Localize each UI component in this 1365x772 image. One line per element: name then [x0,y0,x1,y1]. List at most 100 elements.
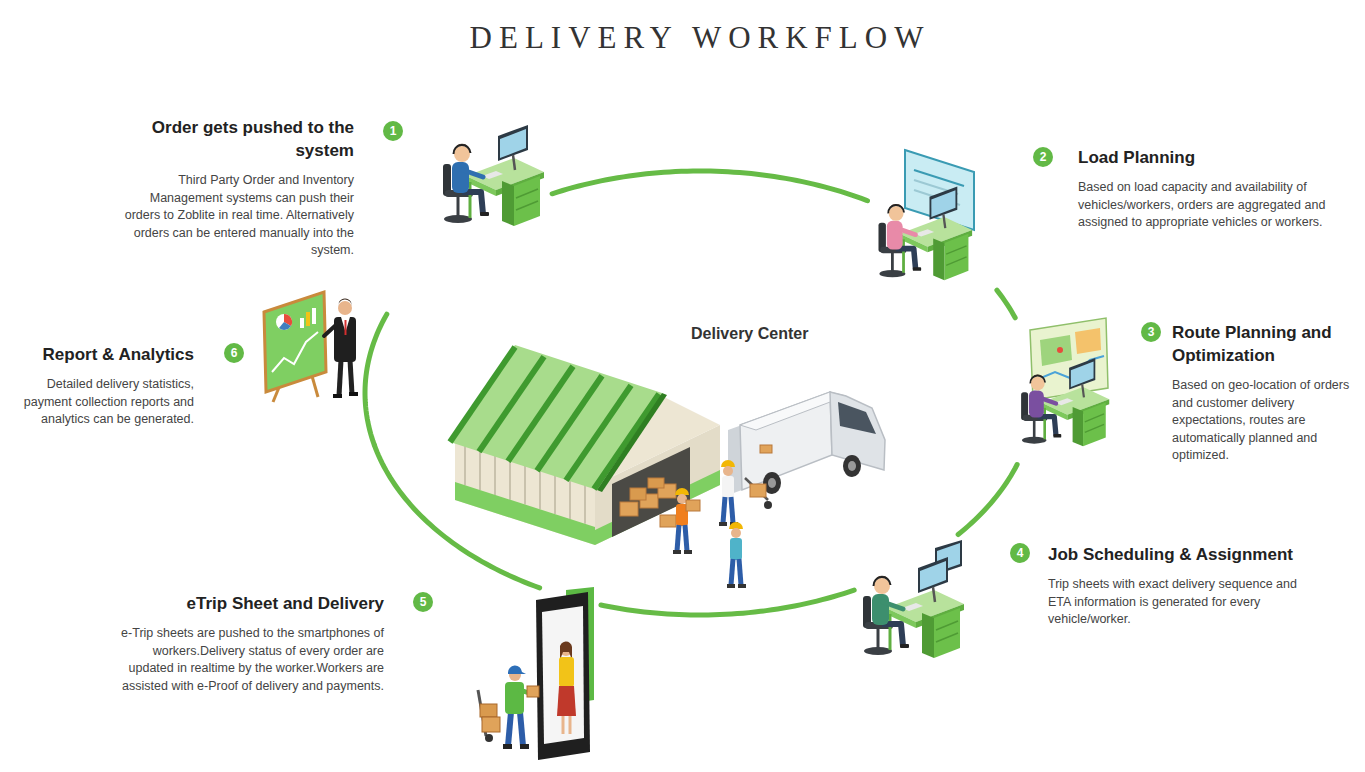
route-planning-workstation [1021,318,1109,446]
route-planning-workstation-part [1085,369,1091,375]
delivery-phone-scene-part [520,712,523,746]
delivery-phone-scene-part [562,716,565,734]
step-description: Based on load capacity and availability … [1078,179,1350,232]
warehouse-part [648,478,664,488]
step-number: 1 [383,121,403,141]
analytics-easel-part [312,376,318,397]
delivery-van-part [763,472,781,494]
warehouse-part [597,393,667,492]
delivery-van-part [740,392,832,490]
delivery-phone-scene-part [557,686,576,716]
workstation [443,125,544,226]
delivery-phone-scene-part [520,744,529,749]
load-planning-workstation-part [905,150,974,230]
warehouse [450,345,720,545]
analytics-easel-part [333,394,342,398]
flow-ring-segment [374,445,539,588]
warehouse-workers-part [750,484,766,497]
warehouse-part [595,425,720,545]
analytics-easel-part [324,324,337,336]
delivery-van [728,392,885,495]
warehouse-workers-part [745,478,768,500]
warehouse-part [640,494,658,508]
warehouse-part [554,472,556,514]
load-planning-workstation-part [914,190,960,205]
delivery-phone-scene-part [569,716,572,734]
delivery-phone-scene-part [505,682,524,714]
load-planning-workstation-part [914,170,964,186]
warehouse-part [584,482,586,524]
step-description: e-Trip sheets are pushed to the smartpho… [112,625,384,695]
workflow-step: 3Route Planning and OptimizationBased on… [1015,318,1360,465]
workflow-step: 4Job Scheduling & AssignmentTrip sheets … [855,535,1306,663]
delivery-van-part [768,478,776,488]
step-heading: Order gets pushed to the system [122,116,354,162]
step-heading: Report & Analytics [4,343,194,366]
warehouse-part [566,385,631,480]
analytics-easel-part [338,299,352,307]
step-number: 6 [224,343,244,363]
warehouse-part [537,376,602,471]
warehouse-workers-part [686,500,700,511]
analytics-easel-part [350,360,352,394]
step-description: Trip sheets with exact delivery sequence… [1048,576,1306,629]
load-planning-workstation-part [914,180,958,194]
load-planning-workstation [878,150,974,280]
warehouse-part [658,484,676,498]
delivery-van-part [843,455,861,477]
analytics-easel [264,292,358,402]
step-text: Route Planning and OptimizationBased on … [1172,321,1360,465]
center-label: Delivery Center [691,325,808,343]
delivery-van-part [728,425,742,495]
worker [673,488,692,554]
delivery-phone-scene-part [485,734,493,742]
analytics-easel-part [341,317,350,332]
analytics-easel-part [345,320,347,335]
warehouse-part [524,463,526,505]
page-title: DELIVERY WORKFLOW [200,20,1200,56]
worker [727,522,746,588]
warehouse-workers [673,460,772,588]
step-heading: Job Scheduling & Assignment [1048,543,1306,566]
analytics-easel-part [300,318,304,328]
warehouse-part [569,477,571,519]
analytics-easel-part [273,385,280,402]
analytics-easel-part [334,317,356,362]
route-planning-workstation-part [1036,356,1104,380]
warehouse-part [479,357,544,452]
workflow-step: 1Order gets pushed to the systemThird Pa… [122,112,552,260]
warehouse-part [455,482,595,545]
route-planning-workstation-part [1075,328,1101,354]
warehouse-part [595,470,720,545]
warehouse-part [620,502,638,516]
warehouse-part [539,467,541,509]
step-heading: Load Planning [1078,146,1350,169]
analytics-easel-part [306,312,310,326]
analytics-easel-part [264,292,326,392]
delivery-phone-scene-part [508,712,511,746]
number-text: 1 [390,125,397,137]
step-text: Report & AnalyticsDetailed delivery stat… [4,343,194,429]
warehouse-part [660,515,676,527]
delivery-phone-scene-part [482,717,500,732]
warehouse-part [508,366,573,461]
number-text: 5 [420,596,427,608]
delivery-van-part [848,461,856,471]
analytics-easel-part [279,322,291,330]
delivery-van-part [740,392,846,430]
delivery-phone-scene-part [560,641,572,660]
step-heading: Route Planning and Optimization [1172,321,1360,367]
delivery-phone-scene-part [560,644,572,656]
order-entry-workstation [443,125,544,226]
flow-ring-segment [601,590,854,615]
job-scheduling-workstation [863,540,964,658]
warehouse-part [494,453,496,495]
flow-ring-segment [997,290,1015,318]
route-planning-workstation-part [1057,347,1063,353]
warehouse-part [450,347,515,442]
flow-ring-segment [552,171,867,201]
warehouse-part [595,395,720,485]
step-description: Based on geo-location of orders and cust… [1172,377,1360,465]
job-scheduling-workstation-part [935,540,962,575]
delivery-phone-scene-part [559,657,574,687]
